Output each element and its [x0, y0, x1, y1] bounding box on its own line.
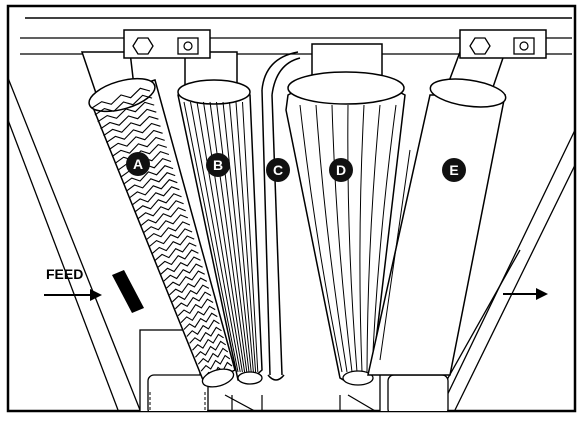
spiral-ridge — [106, 122, 161, 144]
spiral-ridge — [134, 193, 182, 213]
output-arrow-icon — [503, 288, 548, 300]
spiral-ridge — [131, 186, 180, 206]
spiral-ridge — [203, 361, 233, 379]
left-support-frame — [8, 77, 141, 411]
flute-line — [235, 101, 257, 373]
mounting-bracket-left — [123, 29, 211, 59]
spiral-ridge — [97, 101, 155, 123]
feed-block — [112, 270, 144, 313]
flute-line — [209, 101, 248, 373]
spiral-ridge — [177, 298, 214, 317]
spiral-ridge — [108, 129, 163, 150]
spiral-ridge — [166, 270, 205, 289]
callout-a: A — [126, 152, 150, 176]
flute-line — [183, 101, 239, 373]
roller-d-ribs — [299, 104, 397, 373]
spiral-ridge — [183, 312, 218, 330]
callout-e-label: E — [449, 162, 458, 178]
cone-rib — [366, 104, 381, 373]
spiral-ridge — [103, 115, 159, 137]
spiral-ridge — [91, 87, 151, 109]
spiral-ridge — [180, 305, 216, 323]
roller-b-flutes — [183, 101, 259, 373]
mounting-bracket-right — [459, 29, 547, 59]
flute-line — [203, 101, 246, 373]
cone-rib — [371, 104, 397, 373]
callout-c: C — [266, 158, 290, 182]
cone-rib — [331, 104, 353, 373]
callout-b: B — [206, 153, 230, 177]
flute-line — [242, 101, 259, 373]
callout-a-label: A — [133, 156, 143, 172]
callout-e: E — [442, 158, 466, 182]
cone-rib — [347, 104, 358, 373]
spiral-ridge — [169, 277, 208, 296]
callout-d: D — [329, 158, 353, 182]
spiral-ridge — [111, 136, 165, 157]
spiral-ridge — [174, 291, 212, 310]
spiral-ridge — [94, 94, 153, 116]
roller-e — [367, 51, 507, 376]
flute-line — [196, 101, 243, 373]
spiral-ridge — [151, 235, 195, 254]
spiral-ridge — [140, 207, 186, 227]
spiral-ridge — [154, 242, 197, 261]
flute-line — [216, 101, 250, 373]
cone-rib — [299, 104, 343, 373]
spiral-ridge — [163, 263, 203, 282]
roller-b — [177, 51, 263, 385]
spiral-ridge — [146, 221, 191, 240]
spiral-ridge — [137, 200, 184, 220]
spiral-ridge — [186, 319, 220, 337]
spiral-ridge — [200, 354, 231, 372]
spiral-ridge — [149, 228, 193, 247]
spiral-ridge — [126, 172, 176, 192]
callout-d-label: D — [336, 162, 346, 178]
flute-line — [229, 101, 254, 373]
hex-bolt-icon — [132, 37, 154, 55]
spiral-ridge — [114, 143, 167, 164]
spiral-ridge — [192, 333, 224, 351]
spiral-ridge — [157, 249, 199, 268]
spiral-ridge — [172, 284, 210, 303]
spiral-ridge — [197, 347, 229, 365]
cone-rib — [315, 104, 348, 373]
spiral-ridge — [194, 340, 227, 358]
feed-label: FEED — [46, 266, 83, 282]
callout-c-label: C — [273, 162, 283, 178]
spiral-ridge — [143, 214, 189, 234]
feed-arrow-icon — [44, 289, 102, 301]
roller-d — [285, 43, 406, 386]
flute-line — [190, 101, 241, 373]
spiral-ridge — [100, 108, 157, 130]
roller-c-plate — [261, 51, 301, 381]
spiral-ridge — [160, 256, 201, 275]
spiral-ridge — [123, 165, 174, 185]
callout-b-label: B — [213, 157, 223, 173]
roller-a — [80, 51, 236, 388]
cone-rib — [359, 104, 365, 373]
hex-bolt-icon — [469, 37, 491, 55]
spiral-ridge — [128, 179, 178, 199]
flute-line — [222, 101, 252, 373]
spiral-ridge — [189, 326, 222, 344]
